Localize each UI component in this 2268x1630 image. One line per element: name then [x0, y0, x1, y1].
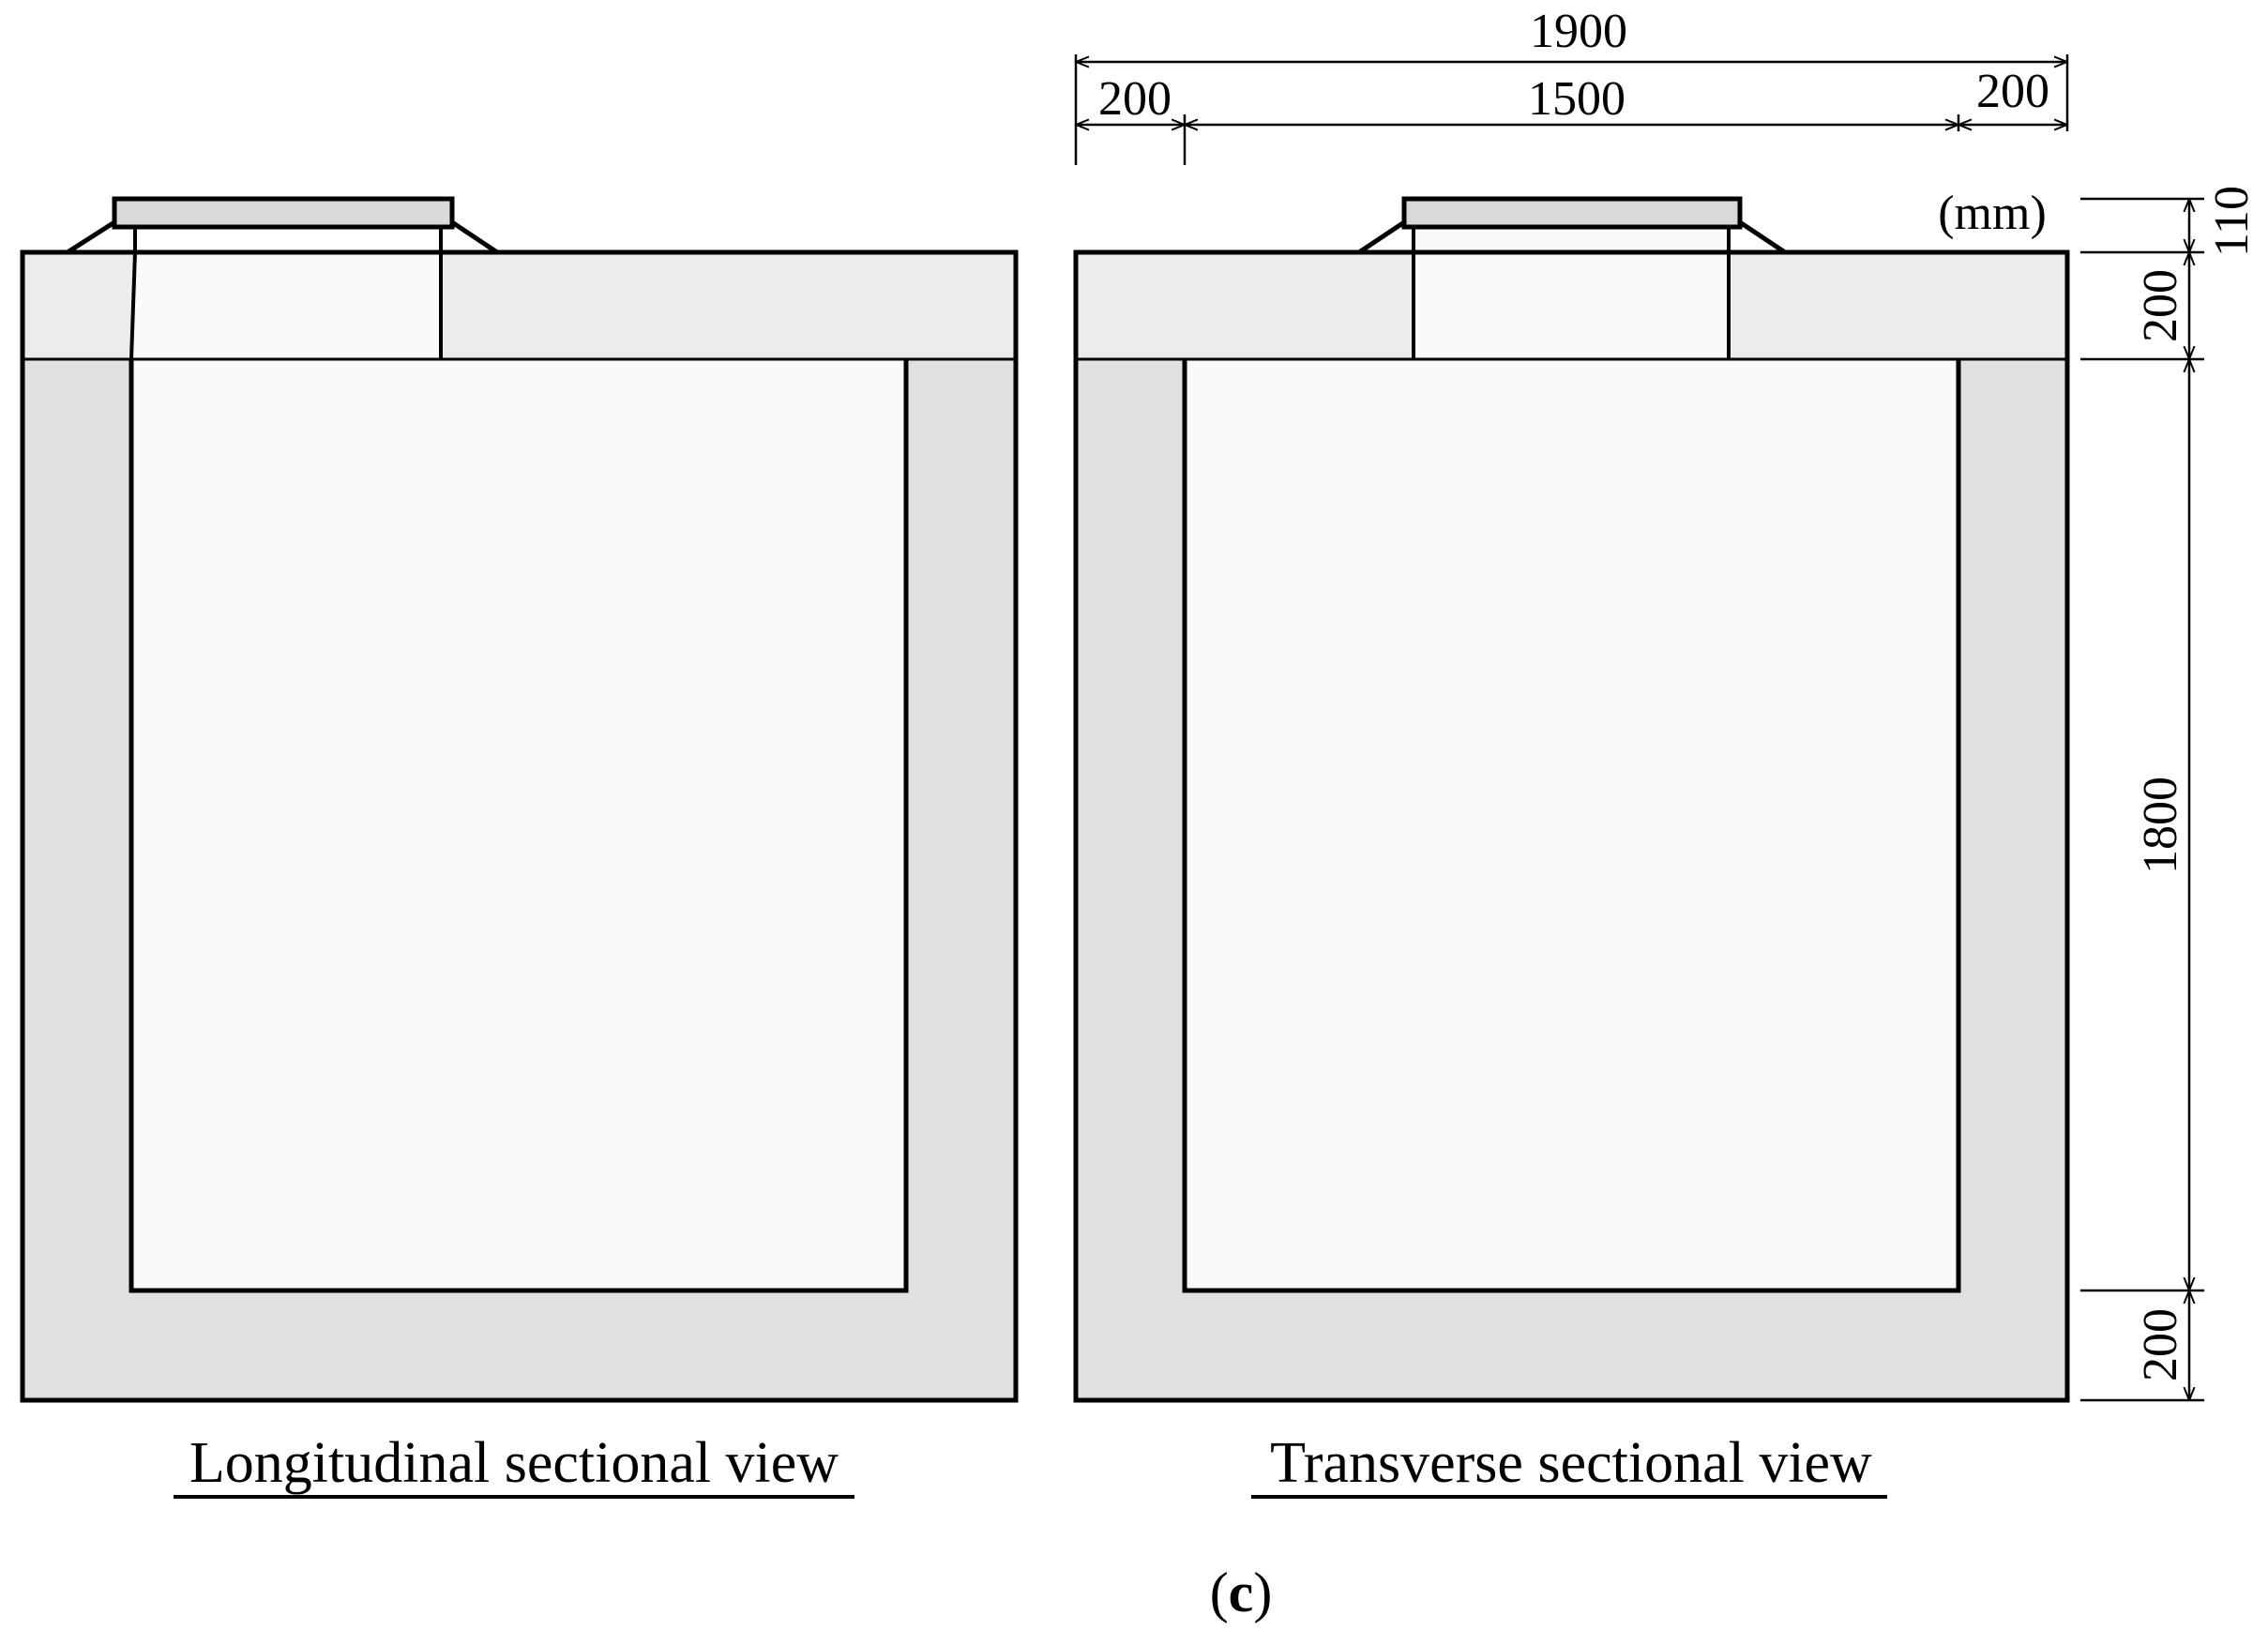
- dim-right-wall: 200: [1976, 65, 2049, 118]
- longitudinal-view: [20, 196, 1019, 1403]
- transverse-caption: Transverse sectional view: [1270, 1431, 1872, 1495]
- figure-label: (c): [1210, 1562, 1273, 1623]
- dim-cover-height: 110: [2205, 186, 2259, 257]
- figure-label-close: ): [1253, 1562, 1272, 1623]
- longitudinal-caption: Longitudinal sectional view: [189, 1431, 839, 1495]
- dim-bottom-slab: 200: [2134, 1308, 2187, 1381]
- figure-label-open: (: [1210, 1562, 1229, 1623]
- longitudinal-opening: [131, 252, 441, 359]
- horizontal-dimensions: [1074, 54, 2069, 165]
- transverse-interior: [1185, 359, 1958, 1290]
- dim-overall-width: 1900: [1530, 5, 1627, 58]
- figure-label-letter: c: [1229, 1562, 1254, 1623]
- longitudinal-cover-lid: [112, 196, 455, 230]
- dim-top-slab: 200: [2134, 269, 2187, 342]
- unit-label: (mm): [1938, 187, 2047, 240]
- transverse-view: [1073, 196, 2070, 1403]
- vertical-dimensions: [2080, 197, 2204, 1402]
- dim-left-wall: 200: [1098, 72, 1172, 126]
- dim-inner-width: 1500: [1528, 72, 1625, 126]
- transverse-cover-lid: [1401, 196, 1743, 230]
- dim-inner-height: 1800: [2134, 777, 2187, 874]
- longitudinal-interior: [131, 359, 906, 1290]
- transverse-opening: [1414, 229, 1729, 359]
